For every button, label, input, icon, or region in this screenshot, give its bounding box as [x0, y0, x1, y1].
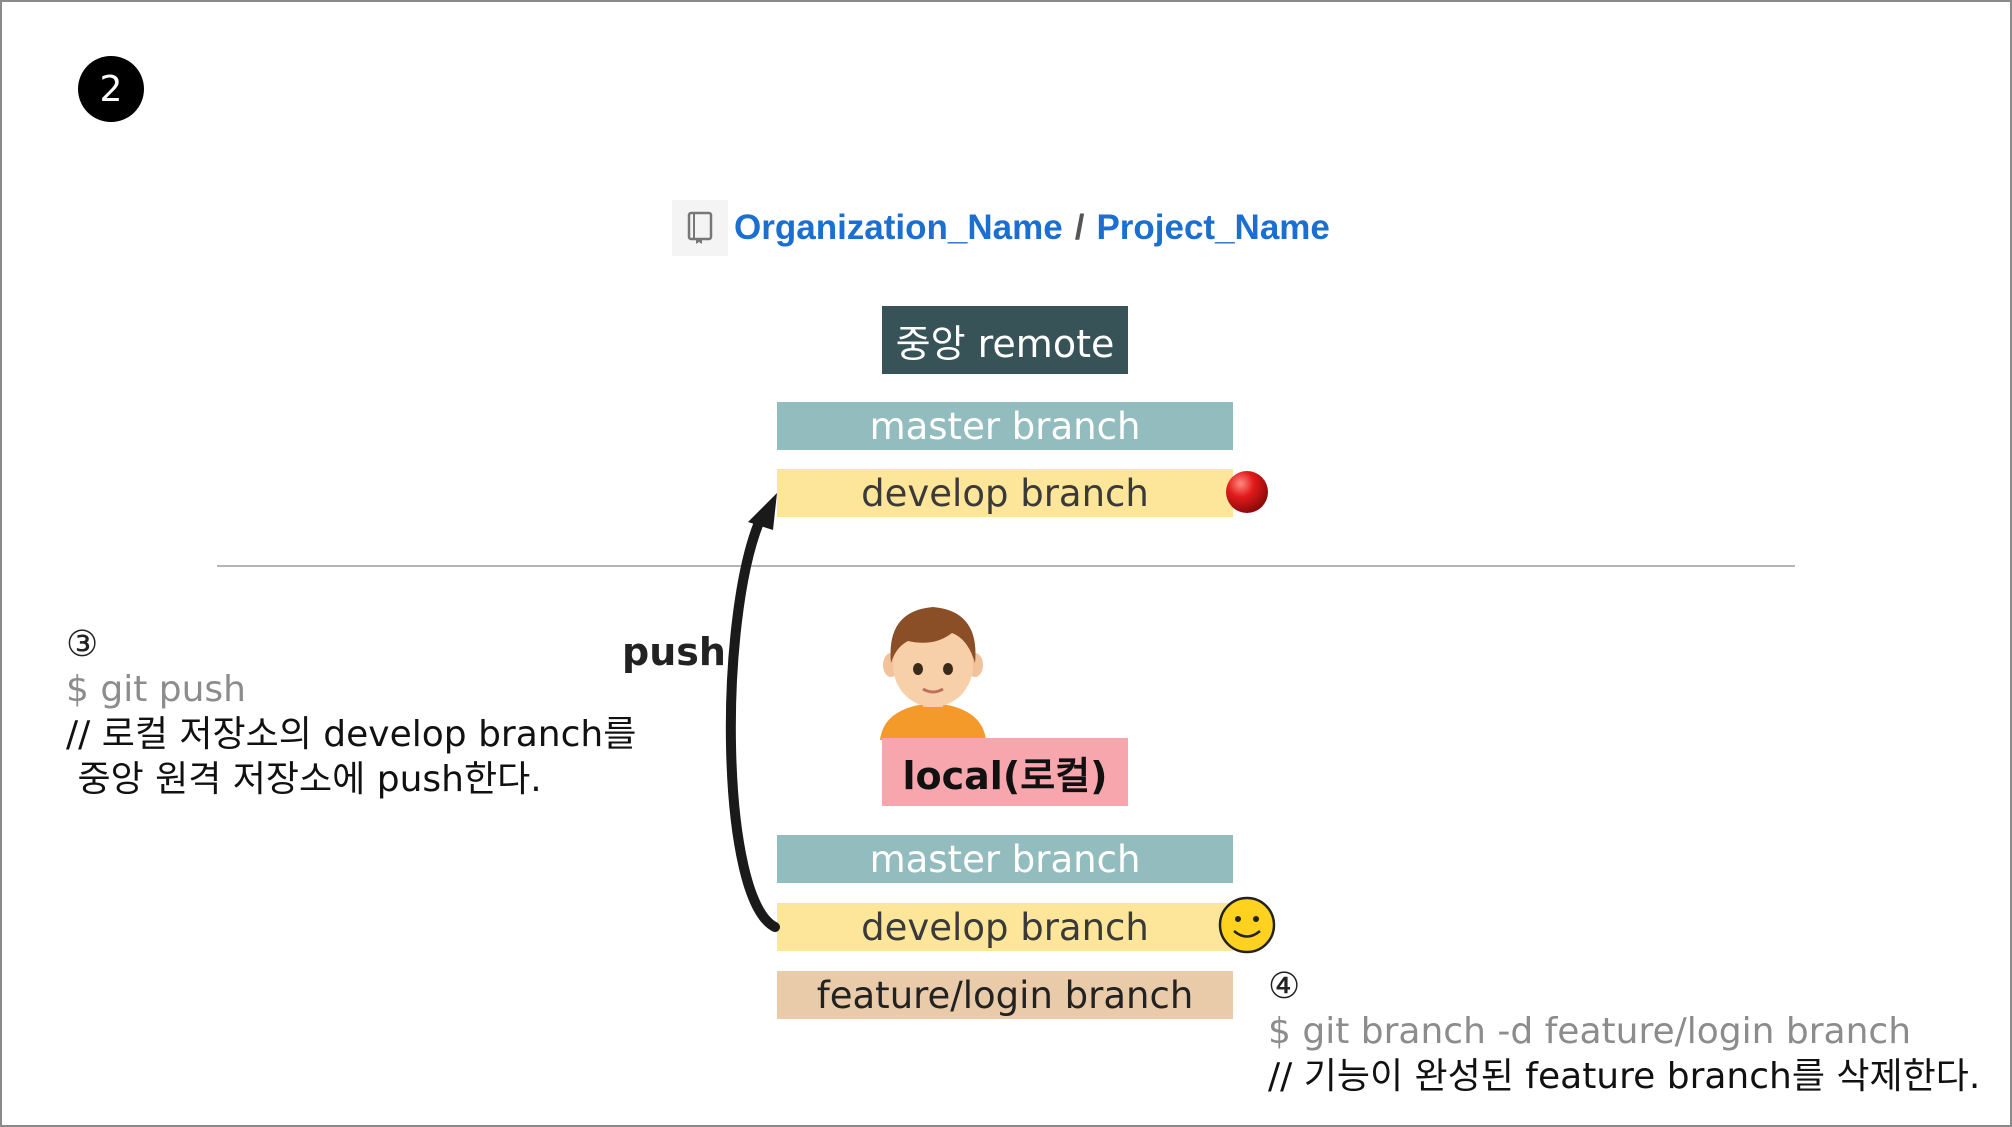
project-name-link[interactable]: Project_Name [1096, 208, 1330, 247]
step-badge: 2 [78, 56, 144, 122]
remote-local-divider [217, 565, 1795, 567]
repo-separator: / [1074, 208, 1085, 247]
developer-avatar-icon [880, 607, 986, 740]
step4-command: $ git branch -d feature/login branch [1268, 1011, 1912, 1052]
remote-master-branch: master branch [777, 402, 1233, 450]
repo-title: Organization_Name / Project_Name [672, 200, 1330, 256]
red-dot-icon [1226, 471, 1268, 513]
step3-comment-line1: // 로컬 저장소의 develop branch를 [66, 714, 637, 755]
step4-number: ④ [1268, 966, 1301, 1007]
step3-number: ③ [66, 624, 99, 665]
repo-book-icon [672, 200, 728, 256]
local-develop-branch: develop branch [777, 903, 1233, 951]
push-label: push [622, 630, 726, 674]
step3-comment-line2: 중앙 원격 저장소에 push한다. [66, 759, 542, 800]
local-label: local(로컬) [882, 738, 1128, 806]
local-feature-branch: feature/login branch [777, 971, 1233, 1019]
local-master-branch: master branch [777, 835, 1233, 883]
organization-name-link[interactable]: Organization_Name [734, 208, 1063, 247]
step4-comment: // 기능이 완성된 feature branch를 삭제한다. [1268, 1056, 1981, 1097]
step3-note: ③ $ git push // 로컬 저장소의 develop branch를 … [66, 622, 636, 802]
step3-command: $ git push [66, 669, 246, 710]
smiley-icon [1218, 896, 1276, 954]
step4-note: ④ $ git branch -d feature/login branch /… [1268, 964, 1980, 1099]
remote-label: 중앙 remote [882, 306, 1128, 374]
remote-develop-branch: develop branch [777, 469, 1233, 517]
